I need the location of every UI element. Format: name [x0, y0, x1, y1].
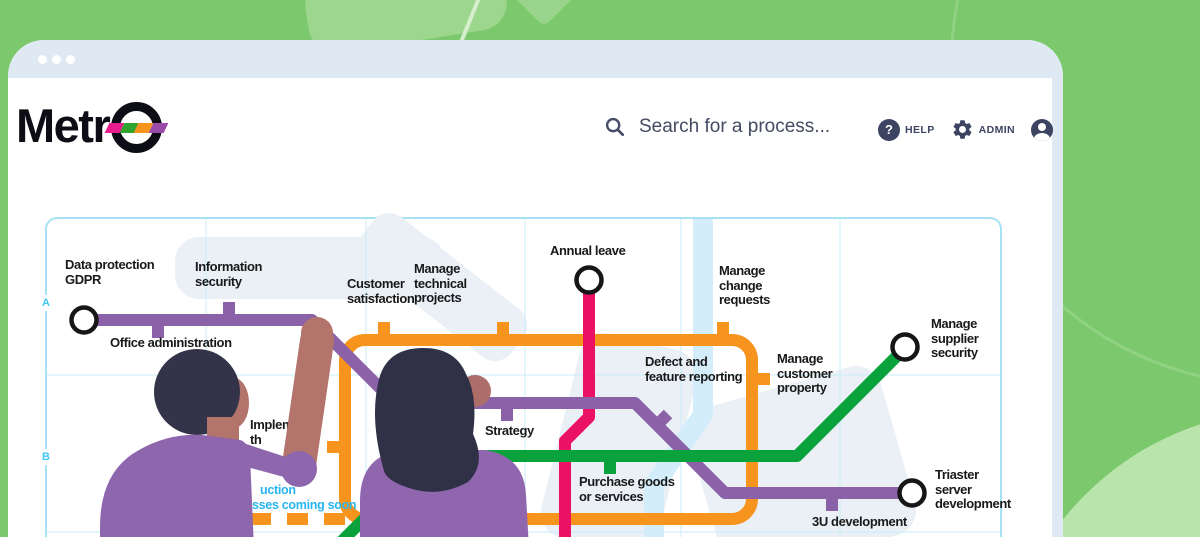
purple-station-ticks — [152, 302, 838, 511]
help-label: HELP — [905, 123, 935, 136]
metro-line-pink — [559, 274, 595, 537]
search-input[interactable] — [639, 116, 879, 138]
process-map: A B Data protection GDPR Information secu… — [38, 204, 1011, 537]
station-label-triaster-server-development[interactable]: Triaster server development — [935, 467, 1011, 511]
metro-line-orange — [339, 334, 758, 525]
question-icon: ? — [878, 118, 900, 141]
station-label-defect-and-feature-reporting[interactable]: Defect and feature reporting — [645, 354, 743, 384]
station-circle-triaster-server[interactable] — [897, 478, 927, 508]
station-label-manage-change-requests[interactable]: Manage change requests — [719, 263, 770, 307]
help-button[interactable]: ? HELP — [878, 118, 935, 141]
search-icon — [605, 117, 625, 137]
background-diamond — [512, 0, 576, 28]
user-avatar-icon[interactable] — [1031, 118, 1054, 141]
window-titlebar — [8, 40, 1063, 78]
window-dot[interactable] — [38, 54, 47, 64]
station-circle-data-protection[interactable] — [69, 305, 99, 335]
logo-o-ring — [104, 102, 168, 153]
station-label-strategy[interactable]: Strategy — [485, 423, 534, 438]
card-right-edge — [1052, 78, 1063, 537]
station-label-information-security[interactable]: Information security — [195, 259, 263, 289]
coming-soon-text: sses coming soon — [252, 498, 357, 512]
station-label-customer-satisfaction[interactable]: Customer satisfaction — [347, 276, 415, 306]
logo-color-bar — [104, 122, 168, 133]
admin-button[interactable]: ADMIN — [951, 118, 1015, 141]
search-bar[interactable] — [604, 116, 879, 138]
orange-station-ticks — [327, 322, 770, 453]
app-logo[interactable]: Metr — [16, 98, 168, 153]
station-label-annual-leave[interactable]: Annual leave — [550, 243, 626, 258]
station-label-3u-development[interactable]: 3U development — [812, 514, 907, 529]
coming-soon-text: uction — [260, 483, 296, 497]
metro-line-purple — [84, 314, 912, 499]
station-label-manage-supplier-security[interactable]: Manage supplier security — [931, 316, 979, 360]
station-label-purchase-goods-or-services[interactable]: Purchase goods or services — [579, 474, 675, 504]
gear-icon — [953, 120, 972, 139]
window-dot[interactable] — [66, 54, 75, 64]
station-label-data-protection-gdpr[interactable]: Data protection GDPR — [65, 257, 155, 287]
map-row-letter-b: B — [38, 449, 54, 465]
station-circle-annual-leave[interactable] — [574, 265, 604, 295]
window-dot[interactable] — [52, 54, 61, 64]
logo-text: Metr — [16, 99, 111, 152]
header-actions: ? HELP ADMIN — [878, 118, 1054, 141]
map-row-letter-a: A — [38, 295, 54, 311]
station-label-manage-technical-projects[interactable]: Manage technical projects — [414, 261, 467, 305]
metro-lines-canvas — [47, 219, 1000, 537]
browser-card: Metr ? HELP ADMIN — [8, 40, 1063, 537]
station-label-manage-customer-property[interactable]: Manage customer property — [777, 351, 833, 395]
admin-label: ADMIN — [978, 123, 1016, 136]
station-label-implement-partial[interactable]: Implem th — [250, 417, 294, 447]
station-circle-manage-supplier[interactable] — [890, 332, 920, 362]
station-label-office-administration[interactable]: Office administration — [110, 335, 232, 350]
